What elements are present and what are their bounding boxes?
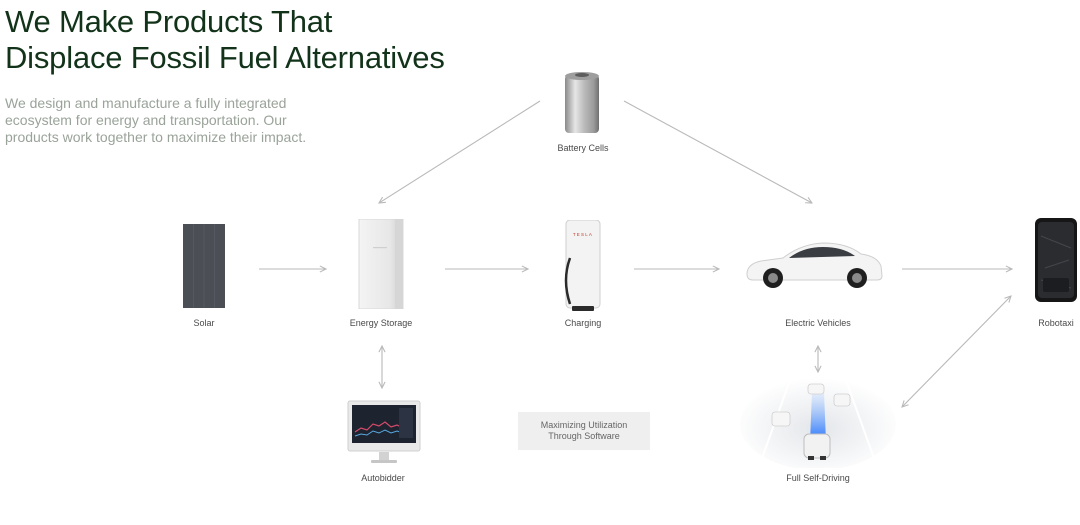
arrow-battery-to-storage xyxy=(379,100,541,203)
charger-image: TESLA xyxy=(564,220,601,311)
battery-cell-image xyxy=(565,72,599,133)
description-line-2: ecosystem for energy and transportation.… xyxy=(5,112,287,128)
page-title-line-2: Displace Fossil Fuel Alternatives xyxy=(5,40,445,75)
page-title: We Make Products That Displace Fossil Fu… xyxy=(5,4,445,76)
software-callout: Maximizing Utilization Through Software xyxy=(518,412,650,450)
label-full-self-driving: Full Self-Driving xyxy=(786,473,850,483)
autobidder-monitor-image xyxy=(347,400,421,463)
label-robotaxi: Robotaxi xyxy=(1038,318,1074,328)
page-description: We design and manufacture a fully integr… xyxy=(5,95,350,146)
description-line-1: We design and manufacture a fully integr… xyxy=(5,95,287,111)
energy-storage-image xyxy=(358,219,404,309)
page-title-line-1: We Make Products That xyxy=(5,4,333,39)
description-line-3: products work together to maximize their… xyxy=(5,129,307,145)
arrow-battery-to-vehicles xyxy=(623,100,812,203)
label-charging: Charging xyxy=(564,318,602,328)
full-self-driving-image xyxy=(740,378,896,468)
charger-brand-text: TESLA xyxy=(573,232,593,237)
robotaxi-phone-image xyxy=(1035,218,1077,302)
callout-line-1: Maximizing Utilization xyxy=(540,420,628,430)
solar-panel-image xyxy=(183,224,225,308)
label-energy-storage: Energy Storage xyxy=(349,318,413,328)
callout-line-2: Through Software xyxy=(548,431,620,441)
arrow-fsd-robotaxi xyxy=(902,296,1011,407)
label-electric-vehicles: Electric Vehicles xyxy=(785,318,851,328)
label-battery-cells: Battery Cells xyxy=(557,143,609,153)
electric-vehicle-image xyxy=(746,242,883,288)
label-autobidder: Autobidder xyxy=(361,473,405,483)
label-solar: Solar xyxy=(193,318,215,328)
